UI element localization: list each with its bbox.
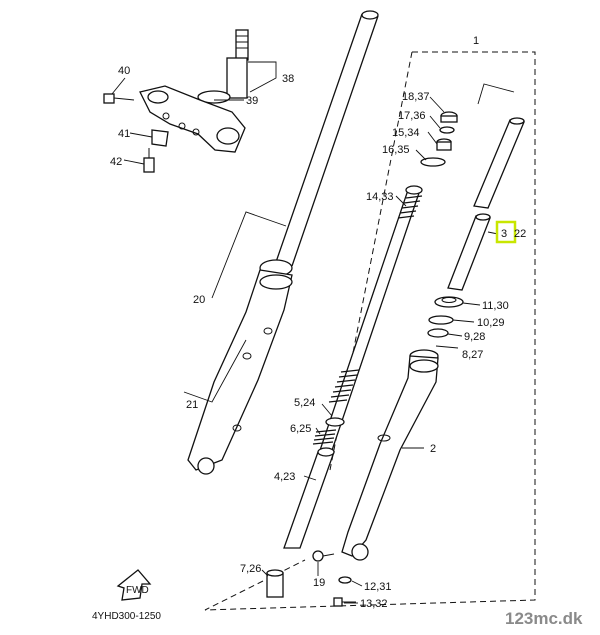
fwd-label: FWD [126,585,149,596]
bolt-42 [143,148,155,173]
label-p9-28: 9,28 [464,331,485,343]
cap-bolt-18-37 [440,111,458,123]
steering-stem [197,29,249,104]
damper-cylinder-4-23 [283,447,335,549]
label-p20: 20 [193,294,205,306]
bolt-40 [103,93,135,104]
washer-5-24 [325,417,345,427]
under-bracket [139,85,246,153]
diagram-code: 4YHD300-1250 [92,611,161,622]
forward-arrow-icon: FWD [116,569,152,601]
bolt-13-32 [333,597,356,607]
label-p39: 39 [246,95,258,107]
label-p19: 19 [313,577,325,589]
label-p5-24: 5,24 [294,397,315,409]
label-p6-25: 6,25 [290,423,311,435]
label-p21: 21 [186,399,198,411]
spacer-15-34 [436,138,452,151]
left-fork-inner-tube-20 [275,10,379,267]
gasket-12-31 [338,576,352,584]
label-p8-27: 8,27 [462,349,483,361]
label-p14-33: 14,33 [366,191,394,203]
label-p41: 41 [118,128,130,140]
label-p16-35: 16,35 [382,144,410,156]
inner-spring [328,369,360,403]
bolt-19 [312,550,335,562]
washer-16-35 [420,157,446,167]
assembly-boundary [204,51,536,611]
label-p3: 3 [501,228,507,240]
label-p17-36: 17,36 [398,110,426,122]
label-p15-34: 15,34 [392,127,420,139]
label-p2: 2 [430,443,436,455]
washer-9-28 [427,328,449,338]
o-ring-17-36 [439,126,455,134]
highlight-part-3 [495,220,517,244]
spacer-pipe [473,117,525,209]
oil-seal-11-30 [434,296,464,308]
label-p18-37: 18,37 [402,91,430,103]
oil-lock-piece-7-26 [266,569,284,598]
watermark: 123mc.dk [505,609,583,628]
right-fork-outer-tube-2 [341,349,439,561]
label-p22: 22 [514,228,526,240]
label-p38: 38 [282,73,294,85]
clip-10-29 [428,315,454,325]
label-p1: 1 [473,35,479,47]
bracket-41 [151,129,169,147]
label-p4-23: 4,23 [274,471,295,483]
rebound-spring-6-25 [312,429,337,445]
fork-spring-3 [447,213,491,291]
label-p12-31: 12,31 [364,581,392,593]
label-p7-26: 7,26 [240,563,261,575]
label-p11-30: 11,30 [482,300,509,312]
label-p40: 40 [118,65,130,77]
label-p13-32: 13,32 [360,598,388,610]
label-p42: 42 [110,156,122,168]
label-p10-29: 10,29 [477,317,505,329]
left-fork-outer-tube-21 [187,259,293,475]
